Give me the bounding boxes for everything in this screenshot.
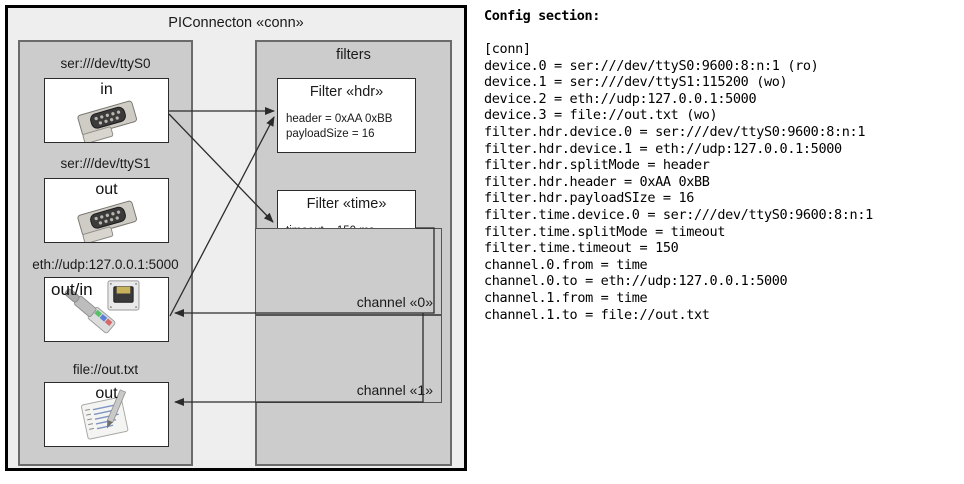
config-line: filter.hdr.device.1 = eth://udp:127.0.0.… bbox=[484, 140, 842, 157]
filters-group-title: filters bbox=[336, 47, 371, 63]
filter-node-hdr[interactable]: Filter «hdr» header = 0xAA 0xBB payloadS… bbox=[277, 78, 416, 153]
filter-title-time: Filter «time» bbox=[306, 196, 387, 212]
channel-label-0: channel «0» bbox=[356, 294, 433, 310]
config-line: [conn] bbox=[484, 41, 531, 57]
config-line: channel.0.from = time bbox=[484, 256, 648, 273]
config-panel: Config section: [conn]device.0 = ser:///… bbox=[482, 0, 964, 484]
device-direction-in: in bbox=[100, 81, 113, 98]
config-line: filter.hdr.payloadSIze = 16 bbox=[484, 190, 694, 207]
config-line: channel.1.from = time bbox=[484, 289, 648, 306]
text-file-icon bbox=[81, 389, 129, 440]
config-line: filter.time.splitMode = timeout bbox=[484, 223, 726, 240]
channel-box-0[interactable]: channel «0» bbox=[255, 228, 442, 315]
filter-props-hdr: header = 0xAA 0xBB payloadSize = 16 bbox=[286, 113, 393, 140]
device-label-ttys0: ser:///dev/ttyS0 bbox=[60, 56, 151, 71]
config-line: filter.hdr.device.0 = ser:///dev/ttyS0:9… bbox=[484, 123, 866, 140]
device-direction-out: out bbox=[95, 385, 118, 402]
page-title: PIConnecton «conn» bbox=[168, 15, 304, 31]
device-node-ttys1[interactable]: out bbox=[44, 178, 169, 243]
channel-label-1: channel «1» bbox=[356, 382, 433, 398]
config-line: device.3 = file://out.txt (wo) bbox=[484, 107, 718, 124]
ethernet-rj45-icon bbox=[64, 280, 140, 334]
architecture-diagram: PIConnecton «conn» ser:///dev/ttyS0 in s… bbox=[0, 0, 478, 484]
device-label-eth: eth://udp:127.0.0.1:5000 bbox=[32, 257, 179, 272]
config-heading: Config section: bbox=[484, 8, 600, 24]
device-direction-outin: out/in bbox=[51, 280, 93, 299]
device-node-eth[interactable]: out/in bbox=[44, 277, 169, 342]
config-line: channel.0.to = eth://udp:127.0.0.1:5000 bbox=[484, 273, 788, 290]
filter-title-hdr: Filter «hdr» bbox=[309, 84, 384, 100]
config-text-block: [conn]device.0 = ser:///dev/ttyS0:9600:8… bbox=[484, 41, 873, 323]
config-line: filter.hdr.splitMode = header bbox=[484, 157, 710, 174]
config-line: filter.time.device.0 = ser:///dev/ttyS0:… bbox=[484, 206, 873, 223]
config-line: filter.hdr.header = 0xAA 0xBB bbox=[484, 173, 710, 190]
device-direction-out: out bbox=[95, 181, 118, 198]
config-line: device.2 = eth://udp:127.0.0.1:5000 bbox=[484, 90, 757, 107]
channel-box-1[interactable]: channel «1» bbox=[255, 315, 442, 403]
device-node-file[interactable]: out bbox=[44, 382, 169, 447]
config-line: filter.time.timeout = 150 bbox=[484, 240, 679, 257]
serial-db9-icon bbox=[77, 100, 137, 142]
config-line: device.0 = ser:///dev/ttyS0:9600:8:n:1 (… bbox=[484, 57, 819, 74]
device-node-ttys0[interactable]: in bbox=[44, 78, 169, 143]
config-line: channel.1.to = file://out.txt bbox=[484, 306, 710, 323]
device-label-file: file://out.txt bbox=[72, 362, 139, 377]
config-line: device.1 = ser:///dev/ttyS1:115200 (wo) bbox=[484, 74, 788, 91]
device-label-ttys1: ser:///dev/ttyS1 bbox=[60, 156, 151, 171]
serial-db9-icon bbox=[77, 200, 137, 242]
